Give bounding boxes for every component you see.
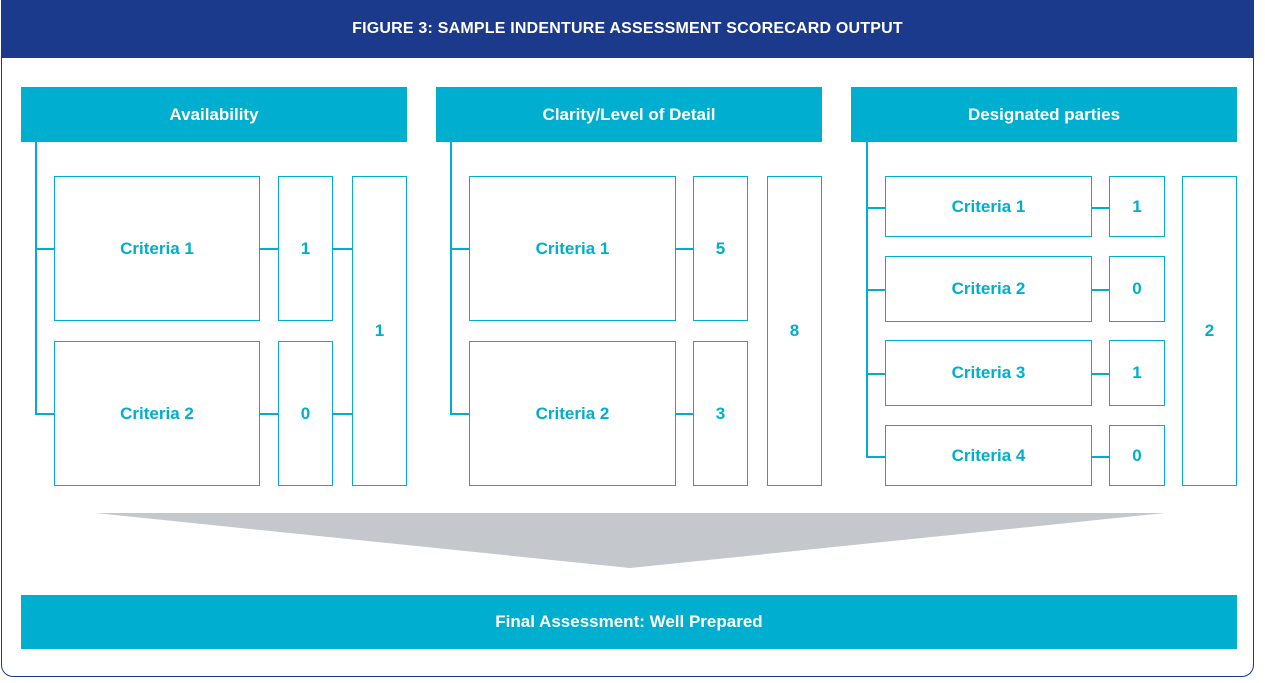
score-box: 3 — [693, 341, 748, 486]
connector-line — [260, 413, 279, 415]
connector-line — [333, 413, 352, 415]
criteria-box: Criteria 2 — [885, 256, 1092, 322]
total-box: 8 — [767, 176, 822, 486]
criteria-box: Criteria 4 — [885, 425, 1092, 486]
connector-line — [866, 142, 868, 457]
criteria-box: Criteria 2 — [469, 341, 676, 486]
connector-line — [866, 456, 886, 458]
score-box: 1 — [1109, 176, 1165, 237]
connector-line — [1092, 456, 1110, 458]
connector-line — [333, 248, 352, 250]
connector-line — [866, 207, 886, 209]
score-box: 0 — [1109, 425, 1165, 486]
score-box: 0 — [278, 341, 333, 486]
connector-line — [1092, 207, 1110, 209]
connector-line — [1092, 289, 1110, 291]
connector-line — [1092, 373, 1110, 375]
connector-line — [866, 289, 886, 291]
score-box: 1 — [278, 176, 333, 321]
group-header-designated-parties: Designated parties — [851, 87, 1237, 142]
connector-line — [260, 248, 279, 250]
total-box: 2 — [1182, 176, 1237, 486]
criteria-box: Criteria 2 — [54, 341, 260, 486]
funnel-arrow-shape — [95, 513, 1165, 568]
final-assessment-bar: Final Assessment: Well Prepared — [21, 595, 1237, 649]
criteria-box: Criteria 1 — [885, 176, 1092, 237]
total-box: 1 — [352, 176, 407, 486]
connector-line — [676, 413, 694, 415]
connector-line — [450, 142, 452, 414]
funnel-arrow-polygon — [95, 513, 1165, 568]
score-box: 1 — [1109, 340, 1165, 406]
connector-line — [450, 413, 470, 415]
score-box: 0 — [1109, 256, 1165, 322]
criteria-box: Criteria 3 — [885, 340, 1092, 406]
connector-line — [866, 373, 886, 375]
figure-title: FIGURE 3: SAMPLE INDENTURE ASSESSMENT SC… — [1, 0, 1254, 58]
group-header-clarity: Clarity/Level of Detail — [436, 87, 822, 142]
criteria-box: Criteria 1 — [469, 176, 676, 321]
group-header-availability: Availability — [21, 87, 407, 142]
connector-line — [676, 248, 694, 250]
connector-line — [35, 248, 54, 250]
connector-line — [450, 248, 470, 250]
criteria-box: Criteria 1 — [54, 176, 260, 321]
score-box: 5 — [693, 176, 748, 321]
connector-line — [35, 413, 54, 415]
connector-line — [35, 142, 37, 414]
